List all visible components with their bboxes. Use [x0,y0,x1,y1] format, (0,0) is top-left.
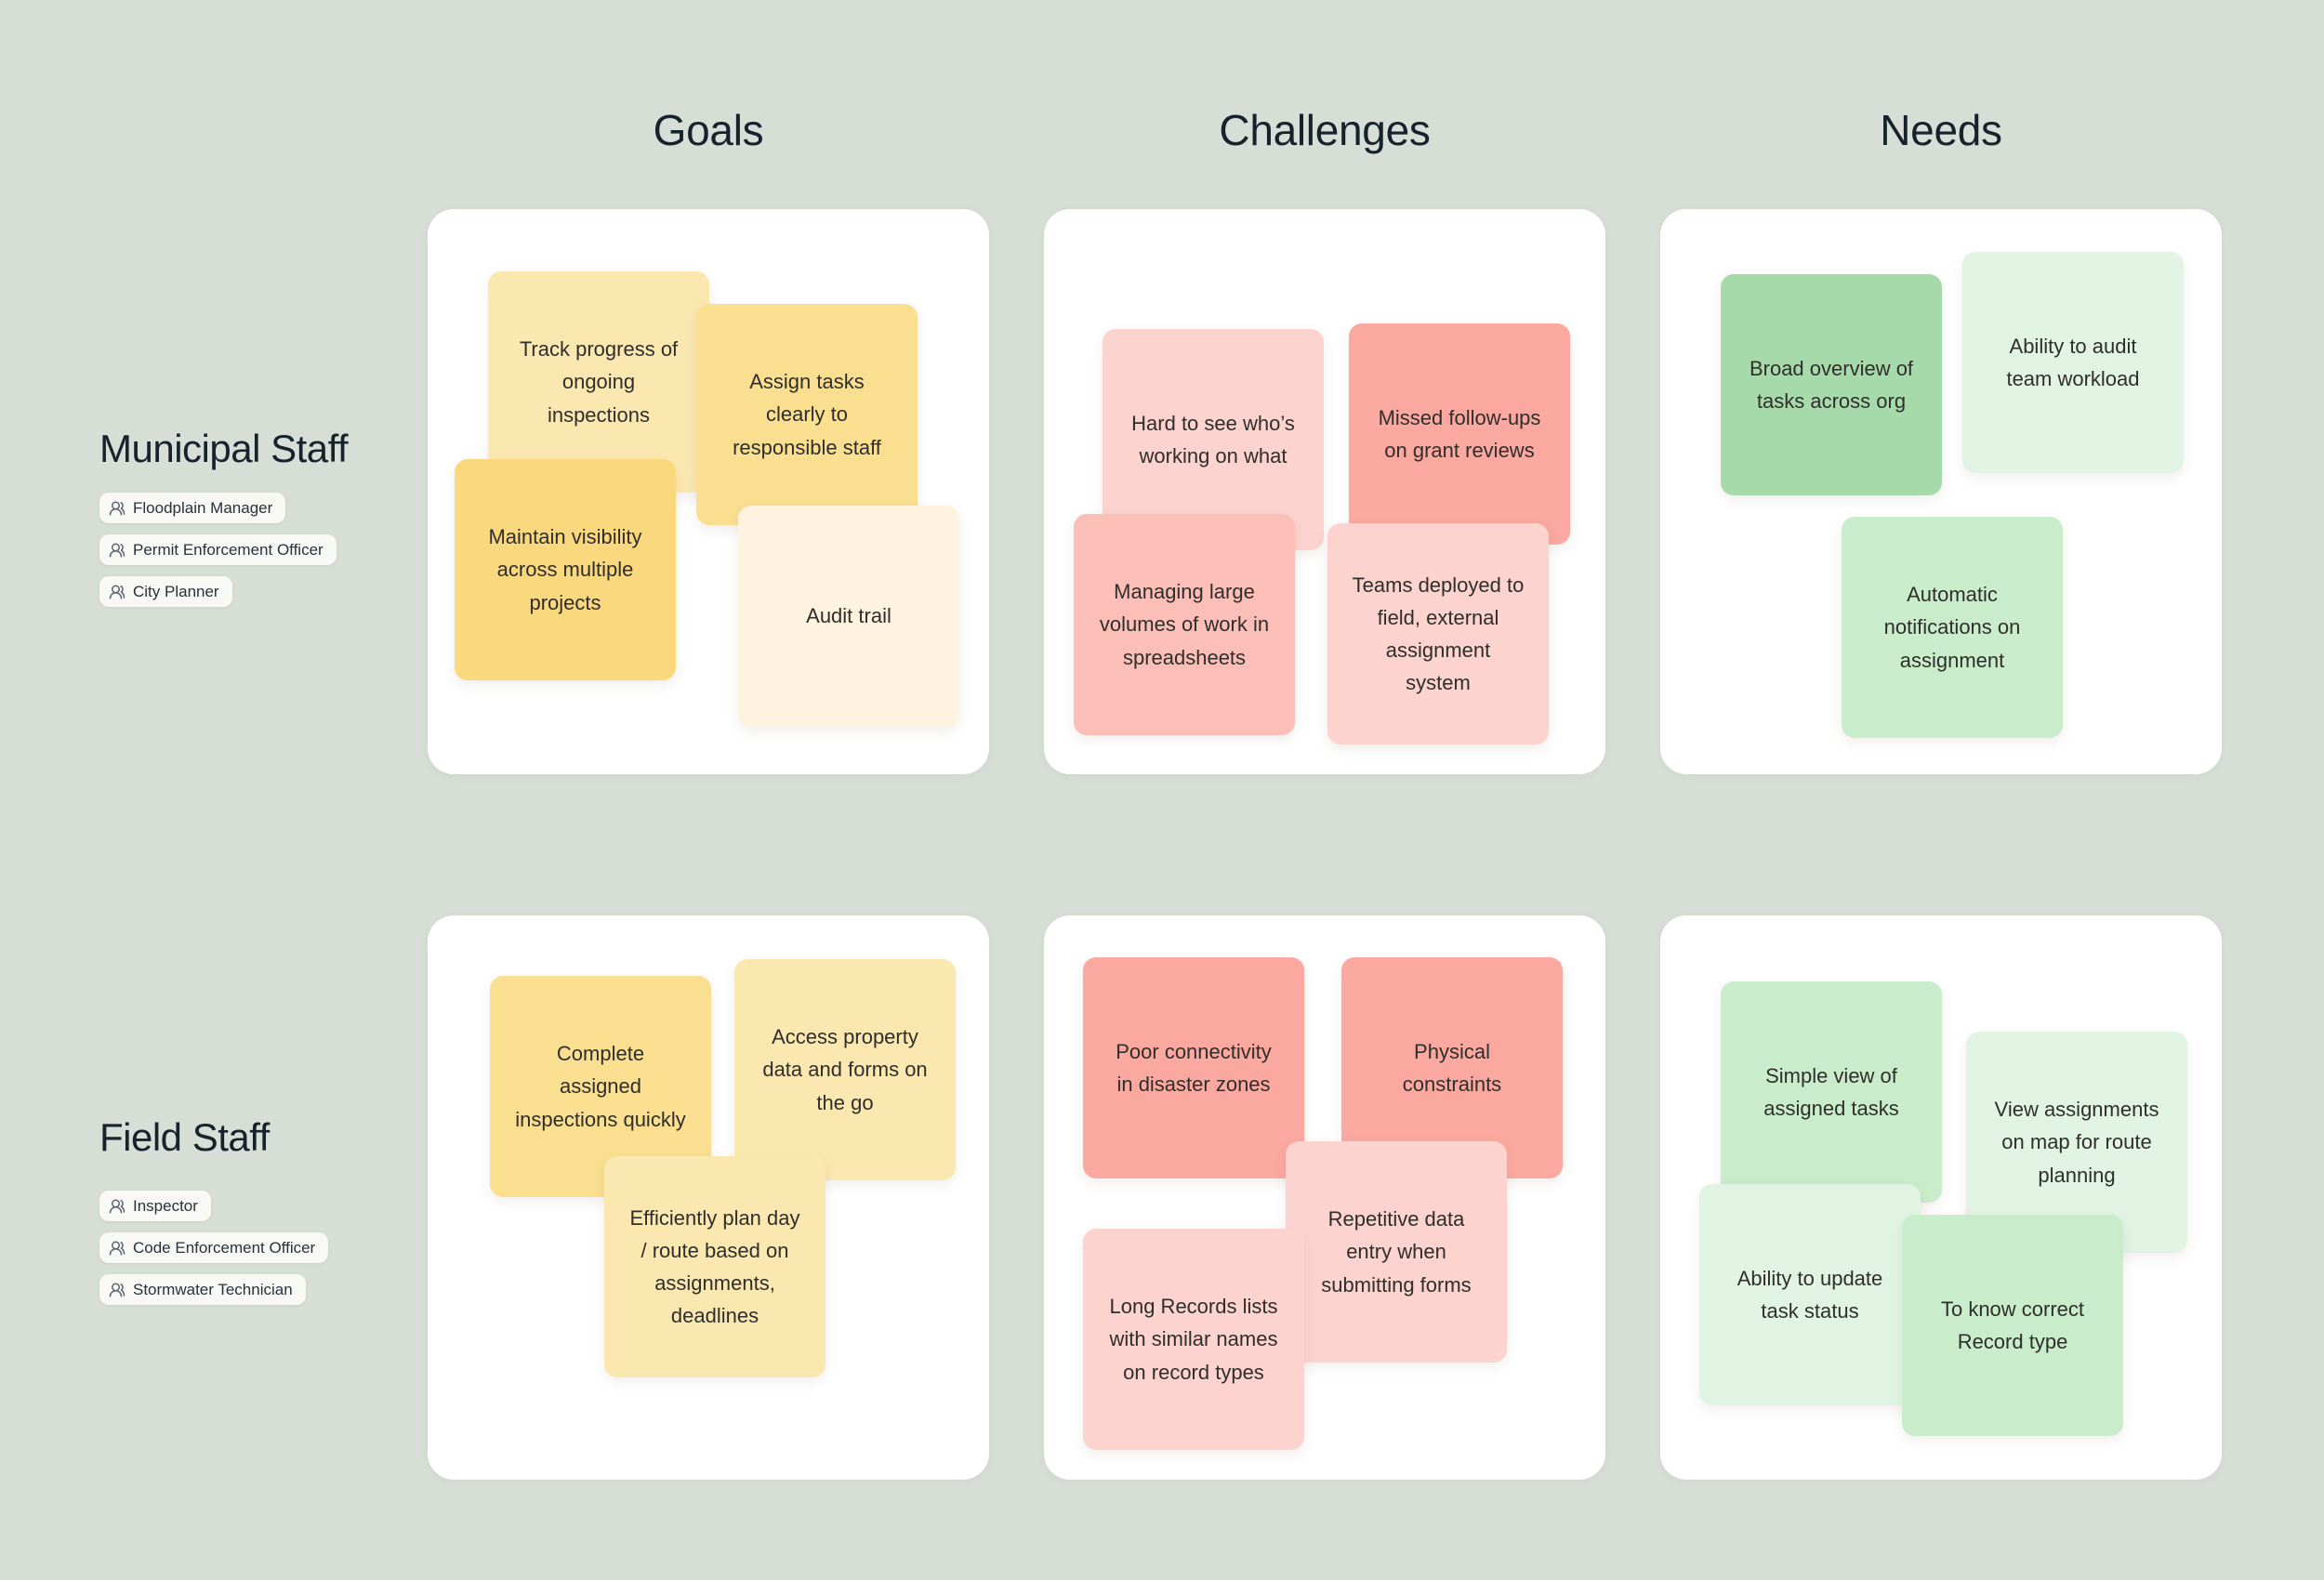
users-icon [109,543,125,557]
role-chip-label: Code Enforcement Officer [133,1238,316,1257]
sticky-note-text: Broad overview of tasks across org [1749,356,1914,413]
role-chip-label: Inspector [133,1196,198,1215]
sticky-note-text: Efficiently plan day / route based on as… [629,1205,800,1328]
sticky-note-text: Audit trail [806,604,891,628]
column-header-challenges: Challenges [1219,106,1431,154]
sticky-note-complete-inspections[interactable]: Complete assigned inspections quickly [490,976,711,1197]
sticky-note-access-property[interactable]: Access property data and forms on the go [734,959,956,1180]
sticky-note-auto-notifications[interactable]: Automatic notifications on assignment [1842,517,2063,738]
role-chip-city-planner[interactable]: City Planner [99,576,232,607]
sticky-note-text: Missed follow-ups on grant reviews [1378,405,1541,462]
sticky-note-update-status[interactable]: Ability to update task status [1699,1184,1921,1405]
sticky-note-text: Physical constraints [1402,1039,1502,1096]
column-header-needs: Needs [1880,106,2002,154]
sticky-note-audit-workload[interactable]: Ability to audit team workload [1962,252,2184,473]
sticky-note-long-records[interactable]: Long Records lists with similar names on… [1083,1229,1304,1450]
sticky-note-broad-overview[interactable]: Broad overview of tasks across org [1721,274,1942,495]
sticky-note-text: Teams deployed to field, external assign… [1352,573,1525,695]
sticky-note-text: Ability to update task status [1736,1266,1883,1323]
sticky-note-missed-followups[interactable]: Missed follow-ups on grant reviews [1349,323,1570,545]
users-icon [109,585,125,599]
sticky-note-teams-deployed[interactable]: Teams deployed to field, external assign… [1327,523,1549,744]
sticky-note-text: Long Records lists with similar names on… [1109,1295,1278,1384]
role-chip-label: Floodplain Manager [133,498,273,517]
users-icon [109,1199,125,1213]
sticky-note-plan-route[interactable]: Efficiently plan day / route based on as… [604,1156,825,1377]
sticky-note-text: Ability to audit team workload [2006,334,2140,390]
sticky-note-text: Repetitive data entry when submitting fo… [1321,1207,1472,1297]
sticky-note-repetitive-entry[interactable]: Repetitive data entry when submitting fo… [1286,1141,1507,1363]
row-title-field-staff: Field Staff [99,1115,270,1159]
role-chip-floodplain-manager[interactable]: Floodplain Manager [99,493,286,523]
sticky-note-text: Maintain visibility across multiple proj… [488,525,642,614]
sticky-note-hard-to-see[interactable]: Hard to see who’s working on what [1103,329,1324,550]
role-chip-code-enforcement-officer[interactable]: Code Enforcement Officer [99,1232,329,1263]
sticky-note-simple-view[interactable]: Simple view of assigned tasks [1721,981,1942,1203]
column-header-goals: Goals [653,106,764,154]
users-icon [109,501,125,515]
role-chip-inspector[interactable]: Inspector [99,1191,211,1221]
sticky-note-text: To know correct Record type [1940,1297,2085,1353]
sticky-note-text: Automatic notifications on assignment [1883,583,2021,672]
sticky-note-text: Access property data and forms on the go [762,1025,928,1114]
role-chip-label: Permit Enforcement Officer [133,540,324,559]
row-title-municipal-staff: Municipal Staff [99,427,349,470]
sticky-note-poor-connectivity[interactable]: Poor connectivity in disaster zones [1083,957,1304,1178]
sticky-note-text: Managing large volumes of work in spread… [1099,580,1270,669]
role-chip-label: Stormwater Technician [133,1280,293,1298]
sticky-note-text: Hard to see who’s working on what [1131,411,1295,467]
sticky-note-assign-tasks[interactable]: Assign tasks clearly to responsible staf… [696,304,918,525]
sticky-note-track-progress[interactable]: Track progress of ongoing inspections [488,271,709,493]
sticky-note-text: Track progress of ongoing inspections [519,337,679,427]
role-chip-permit-enforcement-officer[interactable]: Permit Enforcement Officer [99,534,337,565]
sticky-note-audit-trail[interactable]: Audit trail [738,506,959,727]
role-chip-label: City Planner [133,582,219,600]
role-chip-stormwater-technician[interactable]: Stormwater Technician [99,1274,306,1305]
sticky-note-text: Poor connectivity in disaster zones [1116,1039,1272,1096]
sticky-note-text: Complete assigned inspections quickly [515,1042,686,1131]
sticky-note-know-record-type[interactable]: To know correct Record type [1902,1215,2123,1436]
sticky-note-text: View assignments on map for route planni… [1994,1098,2159,1187]
users-icon [109,1241,125,1255]
users-icon [109,1283,125,1297]
sticky-note-text: Simple view of assigned tasks [1763,1063,1899,1120]
sticky-note-managing-volumes[interactable]: Managing large volumes of work in spread… [1074,514,1295,735]
sticky-note-text: Assign tasks clearly to responsible staf… [733,370,881,459]
sticky-note-maintain-visibility[interactable]: Maintain visibility across multiple proj… [455,459,676,680]
